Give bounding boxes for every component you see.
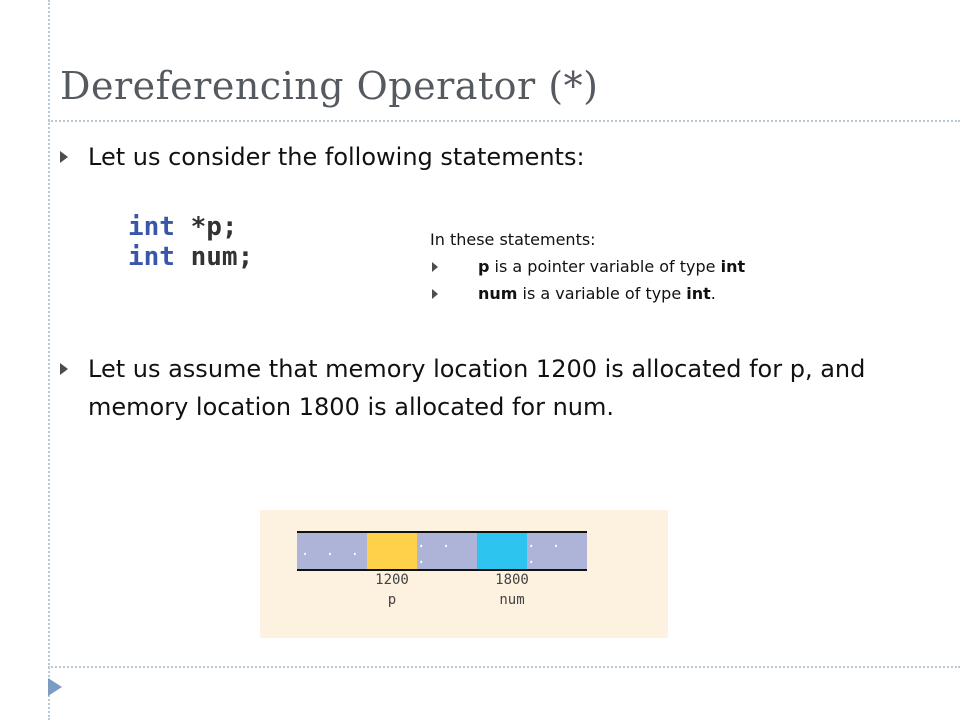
- slide-title: Dereferencing Operator (*): [60, 64, 599, 108]
- memory-diagram: . . . . . . . . . 1200 p 1800 num: [260, 510, 668, 638]
- memory-cell-num: [477, 533, 527, 569]
- code-line-1: int *p;: [128, 212, 238, 242]
- sub-bullet-arrow-icon: [432, 262, 438, 272]
- memory-cells: . . . . . . . . .: [297, 531, 587, 571]
- memory-cell-p: [367, 533, 417, 569]
- address-label: 1200: [375, 572, 409, 588]
- bullet-arrow-icon: [60, 151, 68, 163]
- statements-note: In these statements: p is a pointer vari…: [430, 230, 745, 303]
- memory-filler-cell: . . .: [297, 533, 367, 569]
- note-heading: In these statements:: [430, 230, 596, 249]
- note-item-1: p is a pointer variable of type int: [430, 257, 745, 276]
- variable-label: num: [499, 592, 525, 608]
- bullet-2-text: Let us assume that memory location 1200 …: [88, 355, 866, 421]
- footer-divider: [48, 666, 960, 668]
- address-label: 1800: [495, 572, 529, 588]
- cell-label-p: 1200 p: [362, 570, 422, 610]
- code-snippet: int *p; int num;: [128, 212, 253, 272]
- bullet-1-text: Let us consider the following statements…: [88, 143, 585, 171]
- left-guide-line: [48, 0, 50, 720]
- bullet-arrow-icon: [60, 363, 68, 375]
- memory-filler-cell: . . .: [417, 533, 477, 569]
- memory-filler-cell: . . .: [527, 533, 587, 569]
- cell-label-num: 1800 num: [482, 570, 542, 610]
- slide-corner-arrow-icon: [48, 678, 62, 696]
- title-divider: [48, 120, 960, 122]
- code-line-2: int num;: [128, 242, 254, 272]
- variable-label: p: [387, 592, 397, 608]
- note-item-2: num is a variable of type int.: [430, 284, 745, 303]
- sub-bullet-arrow-icon: [432, 289, 438, 299]
